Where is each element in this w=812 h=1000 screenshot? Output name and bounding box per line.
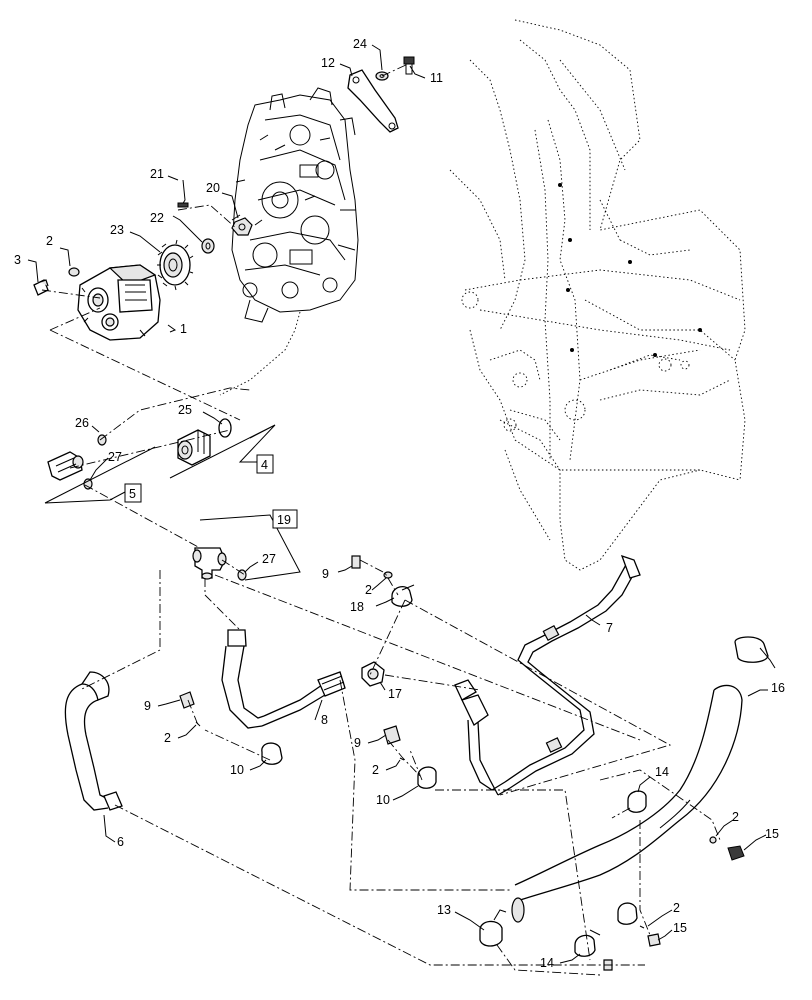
o-ring-27b [237, 569, 247, 581]
washer-22 [201, 238, 215, 254]
callout-12: 12 [321, 56, 335, 70]
callout-6: 6 [117, 835, 124, 849]
washer-2-bottom [639, 925, 645, 929]
group-bracket-19 [199, 514, 301, 581]
fitting-17 [361, 661, 385, 687]
straight-fitting-4 [177, 429, 211, 466]
callout-2-bottom: 2 [673, 901, 680, 915]
callout-3: 3 [14, 253, 21, 267]
callout-2: 2 [46, 234, 53, 248]
callout-2-center: 2 [372, 763, 379, 777]
o-ring-25 [218, 418, 232, 438]
sensor-21 [177, 179, 189, 208]
callout-23: 23 [110, 223, 124, 237]
callout-24: 24 [353, 37, 367, 51]
callout-10-center: 10 [376, 793, 390, 807]
callout-2-right: 2 [732, 810, 739, 824]
callout-9-center: 9 [354, 736, 361, 750]
bolt-9-top [351, 555, 361, 569]
callout-10-left: 10 [230, 763, 244, 777]
boxed-callout-4: 4 [256, 454, 274, 474]
callout-2-left: 2 [164, 731, 171, 745]
callout-7: 7 [606, 621, 613, 635]
callout-11: 11 [430, 71, 443, 85]
callout-25: 25 [178, 403, 192, 417]
callout-17: 17 [388, 687, 402, 701]
callout-8: 8 [321, 713, 328, 727]
boxed-callout-4-label: 4 [261, 458, 268, 472]
washer-2-right [709, 836, 717, 844]
tractor-frame-outline [449, 19, 746, 571]
callout-26: 26 [75, 416, 89, 430]
callout-27b: 27 [262, 552, 276, 566]
bolt-3 [33, 279, 49, 296]
callout-2-top: 2 [365, 583, 372, 597]
callout-14-top: 14 [655, 765, 669, 779]
clamp-10-center [417, 766, 437, 789]
callout-9-left: 9 [144, 699, 151, 713]
callout-20: 20 [206, 181, 220, 195]
callout-22: 22 [150, 211, 164, 225]
clamp-14-mid [617, 902, 638, 925]
hydraulic-hose-8 [221, 629, 346, 729]
washer-2-center [399, 757, 405, 761]
boxed-callout-5: 5 [124, 483, 142, 503]
bolt-9-center [383, 725, 401, 745]
hydraulic-pump-1 [77, 264, 161, 341]
bolt-15-bottom [647, 933, 661, 947]
elbow-fitting-5 [47, 451, 84, 481]
boxed-callout-19: 19 [272, 509, 298, 529]
callout-18: 18 [350, 600, 364, 614]
callout-16: 16 [771, 681, 785, 695]
group-bracket-5 [44, 446, 156, 504]
hose-clamp-13 [479, 909, 507, 947]
leader-lines [27, 44, 768, 964]
callout-15-bottom: 15 [673, 921, 687, 935]
hydraulic-hose-6 [64, 671, 123, 811]
clamp-14-top [627, 790, 647, 813]
boxed-callout-19-label: 19 [277, 513, 291, 527]
washer-2-pump [68, 267, 80, 277]
o-ring-27a [83, 478, 93, 490]
bolt-9-left [179, 691, 195, 709]
hose-clamp-16 [734, 636, 776, 669]
bolt-15-right [727, 845, 745, 861]
callout-9-top: 9 [322, 567, 329, 581]
hydraulic-hose-7 [454, 554, 641, 796]
connection-lines [41, 63, 721, 976]
callout-1: 1 [180, 322, 187, 336]
nut-20 [231, 217, 253, 236]
callout-15-right: 15 [765, 827, 779, 841]
radiator-hose-16 [511, 684, 743, 923]
group-bracket-4 [169, 424, 276, 479]
engine-front-housing [219, 87, 359, 396]
callout-21: 21 [150, 167, 164, 181]
boxed-callout-5-label: 5 [129, 487, 136, 501]
callout-27a: 27 [108, 450, 122, 464]
callout-labels: 1 2 3 20 21 22 23 24 12 11 26 25 27 27 9… [14, 37, 785, 970]
callout-14-bottom: 14 [540, 956, 554, 970]
tee-fitting-19 [192, 547, 227, 580]
washer-2-top [383, 571, 393, 579]
callout-13: 13 [437, 903, 451, 917]
bracket-12 [347, 69, 399, 133]
gear-23 [157, 239, 194, 291]
